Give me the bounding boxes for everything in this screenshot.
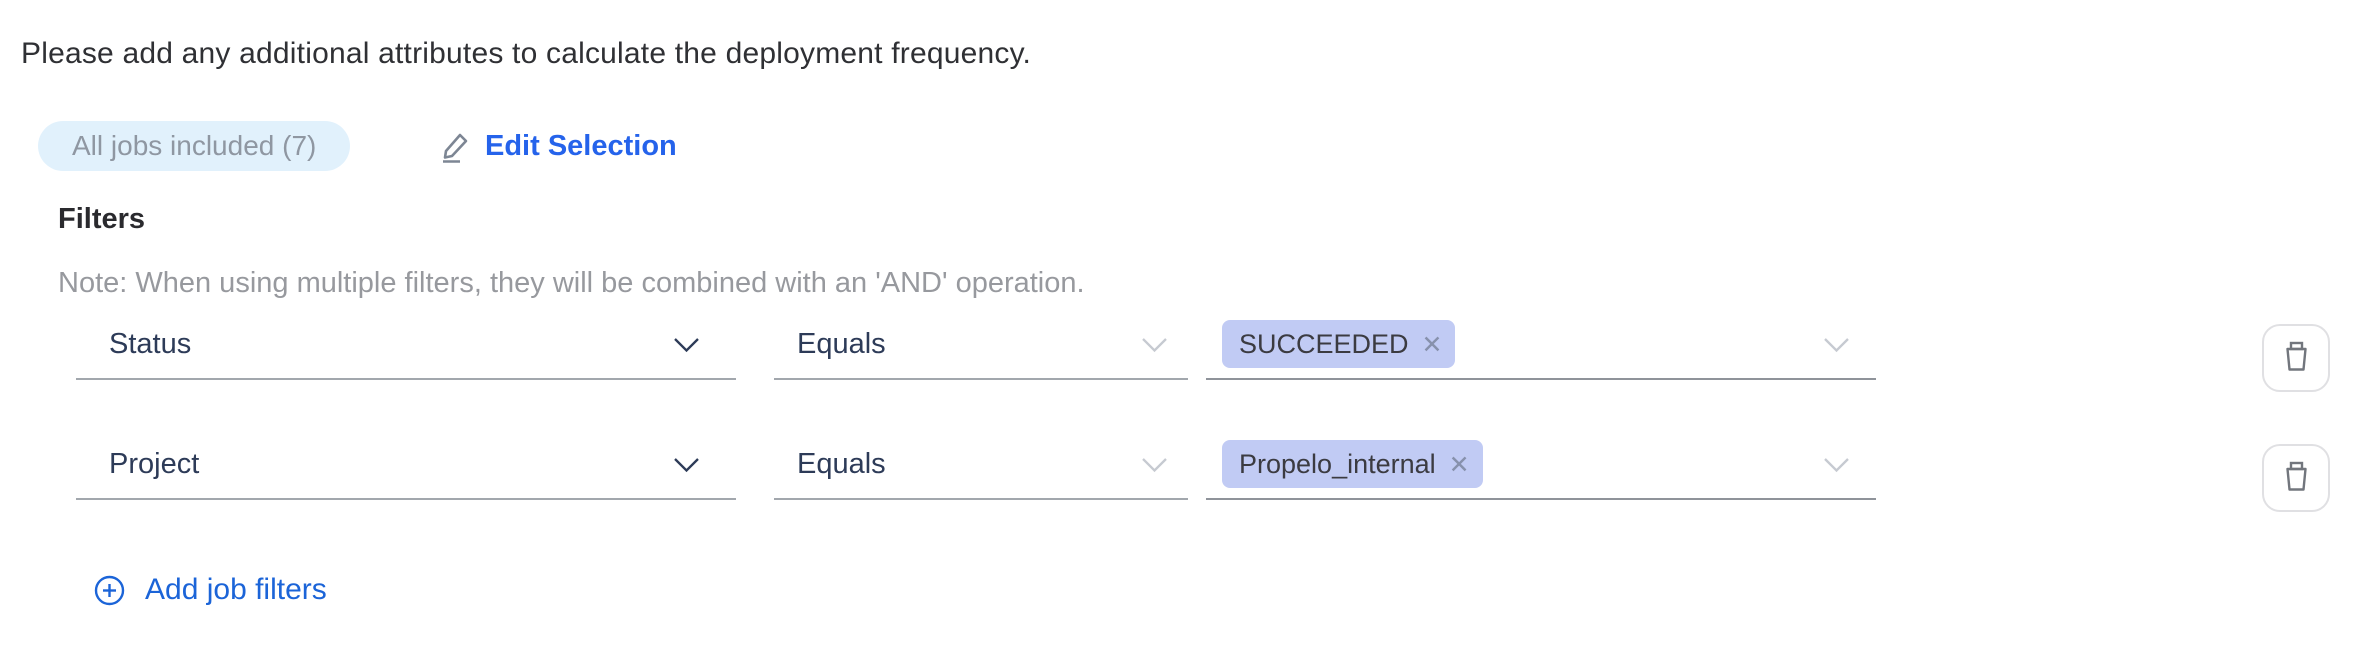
jobs-included-badge: All jobs included (7) — [38, 121, 351, 171]
chevron-down-icon — [1141, 457, 1168, 478]
pencil-edit-icon — [437, 128, 472, 164]
attribute-select[interactable]: Status — [76, 310, 736, 380]
attribute-select-label: Project — [109, 447, 200, 480]
value-tag: Propelo_internal ✕ — [1222, 440, 1483, 488]
operator-select-label: Equals — [797, 447, 886, 480]
add-job-filters-link[interactable]: Add job filters — [94, 566, 327, 614]
value-tag: SUCCEEDED ✕ — [1222, 320, 1456, 368]
instruction-text: Please add any additional attributes to … — [21, 37, 1032, 70]
operator-select[interactable]: Equals — [774, 310, 1188, 380]
filter-row: Status Equals SUCCEEDED ✕ — [0, 310, 2376, 392]
operator-select-label: Equals — [797, 327, 886, 360]
attribute-select[interactable]: Project — [76, 430, 736, 500]
chevron-down-icon — [1823, 457, 1850, 478]
filters-note: Note: When using multiple filters, they … — [58, 267, 1085, 299]
filters-title: Filters — [58, 203, 146, 235]
delete-filter-button[interactable] — [2262, 444, 2330, 512]
chevron-down-icon — [673, 457, 700, 478]
remove-tag-icon[interactable]: ✕ — [1448, 449, 1470, 479]
plus-circle-icon — [94, 575, 125, 606]
value-tag-label: Propelo_internal — [1239, 448, 1436, 479]
values-select[interactable]: SUCCEEDED ✕ — [1206, 310, 1876, 380]
value-tag-label: SUCCEEDED — [1239, 328, 1409, 359]
add-job-filters-label: Add job filters — [145, 573, 327, 606]
values-select[interactable]: Propelo_internal ✕ — [1206, 430, 1876, 500]
filter-row: Project Equals Propelo_internal ✕ — [0, 430, 2376, 512]
edit-selection-label: Edit Selection — [485, 129, 677, 162]
chevron-down-icon — [673, 337, 700, 358]
chevron-down-icon — [1823, 337, 1850, 358]
edit-selection-link[interactable]: Edit Selection — [437, 121, 677, 171]
remove-tag-icon[interactable]: ✕ — [1421, 329, 1443, 359]
chevron-down-icon — [1141, 337, 1168, 358]
operator-select[interactable]: Equals — [774, 430, 1188, 500]
delete-filter-button[interactable] — [2262, 324, 2330, 392]
trash-icon — [2281, 340, 2311, 377]
attribute-select-label: Status — [109, 327, 192, 360]
trash-icon — [2281, 460, 2311, 497]
